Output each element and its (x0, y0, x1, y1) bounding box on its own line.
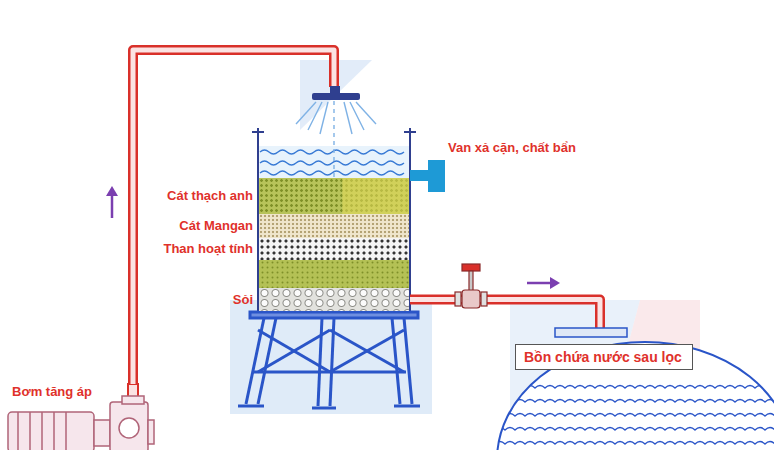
filter-layer: Sỏi (259, 288, 409, 311)
pipe-wall (410, 300, 600, 329)
water-wave (495, 386, 774, 389)
flow-arrow (527, 282, 552, 285)
tank-stand (394, 405, 420, 408)
water-waves (495, 386, 774, 445)
flow-arrow (106, 186, 118, 196)
outlet-valve (469, 271, 473, 291)
water-wave (495, 414, 774, 417)
tank-wall (409, 128, 411, 312)
tank-stand (238, 312, 420, 408)
tank-wall (252, 131, 264, 133)
filter-layer: Cát thạch anh (259, 178, 409, 214)
storage-tank: Bồn chứa nước sau lọc (495, 328, 774, 450)
extra-sand-layer (258, 260, 410, 288)
sprinkler-head (350, 102, 364, 130)
pump-symbol (94, 420, 110, 446)
drain-valve (410, 170, 430, 181)
pump-symbol (41, 412, 43, 450)
pump-symbol (122, 396, 144, 404)
water-spray (333, 101, 334, 178)
pump-label: Bơm tăng áp (12, 384, 92, 400)
layer-label: Than hoạt tính (163, 241, 253, 257)
drain-valve (428, 160, 445, 192)
sprinkler-head (296, 86, 376, 134)
tank-stand (258, 330, 330, 372)
sprinkler-head (330, 86, 340, 94)
pipe-bore (410, 300, 600, 329)
layer-label: Cát thạch anh (167, 188, 253, 204)
tank-stand (312, 407, 336, 410)
outlet-valve (455, 292, 461, 306)
filter-water (260, 150, 404, 154)
water-wave (495, 442, 774, 445)
tank-label: Bồn chứa nước sau lọc (515, 344, 693, 370)
pump-symbol (8, 384, 154, 450)
pump-symbol (148, 420, 154, 444)
filter-water (260, 161, 404, 165)
tank-body (497, 342, 774, 450)
drain-valve (410, 160, 445, 192)
sprinkler-head (320, 102, 328, 134)
tank-stand (258, 330, 330, 372)
water-wave (495, 428, 774, 431)
tank-stand (404, 318, 412, 404)
pump-symbol (65, 412, 67, 450)
sprinkler-head (312, 93, 360, 100)
sprinkler-head (356, 102, 376, 124)
tank-lid (555, 328, 627, 337)
tank-stand (318, 318, 322, 406)
pump-symbol (8, 412, 94, 450)
flow-arrow (111, 194, 114, 218)
layer-label: Sỏi (233, 292, 253, 308)
layer-label: Cát Mangan (179, 218, 253, 234)
pump-unit: Bơm tăng áp (8, 384, 158, 450)
pump-symbol (29, 412, 31, 450)
pump-symbol (17, 412, 19, 450)
tank-stand (238, 405, 264, 408)
filter-layer: Than hoạt tính (259, 238, 409, 260)
water-wave (495, 400, 774, 403)
tank-wall (404, 131, 416, 133)
tank-stand (392, 318, 400, 404)
tank-stand (330, 330, 404, 372)
tank-stand (250, 312, 418, 318)
extra-sand-layer (258, 260, 410, 288)
filter-layer: Cát Mangan (259, 214, 409, 238)
outlet-valve (462, 264, 480, 271)
outlet-valve (455, 264, 487, 308)
sprinkler-head (308, 102, 322, 130)
flow-arrow (550, 277, 560, 289)
pump-symbol (53, 412, 55, 450)
pump-symbol (110, 402, 148, 450)
tank-wall (252, 128, 416, 312)
pump-symbol (119, 418, 139, 438)
callout-label: Van xả cặn, chất bẩn (448, 140, 576, 156)
background-shading (230, 300, 432, 414)
tank-stand (330, 330, 404, 372)
sprinkler-head (344, 102, 352, 134)
sprinkler-head (296, 102, 376, 134)
filter-water (260, 171, 404, 175)
outlet-valve (462, 290, 480, 308)
outlet-valve (481, 292, 487, 306)
water-pipe (410, 300, 600, 329)
